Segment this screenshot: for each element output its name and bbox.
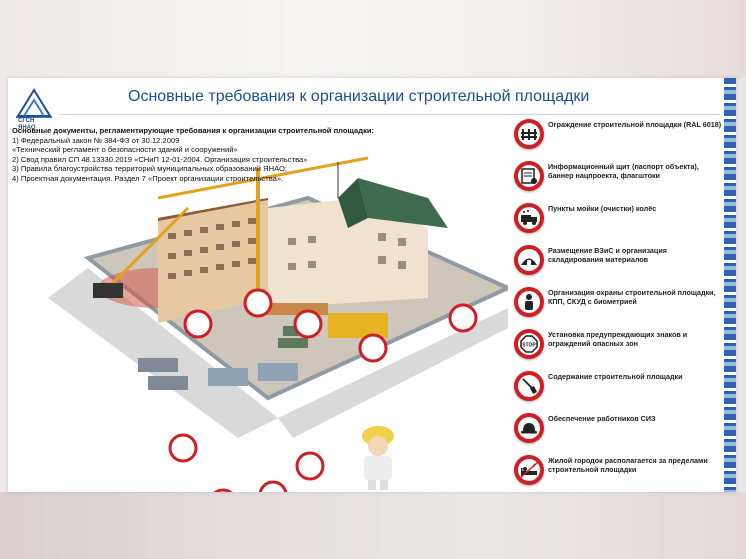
construction-site-illustration: STOP xyxy=(48,156,508,492)
requirement-fence: Ограждение строительной площадки (RAL 60… xyxy=(510,118,722,154)
requirement-warning-signs: STOP Установка предупреждающих знаков и … xyxy=(510,328,722,364)
requirement-living-quarters: z Жилой городок располагается за предела… xyxy=(510,454,722,490)
document-item: «Технический регламент о безопасности зд… xyxy=(12,145,238,155)
document-item: 2) Свод правил СП 48.13330.2019 «СНиП 12… xyxy=(12,154,308,164)
stop-sign-icon: STOP xyxy=(520,335,538,353)
requirement-label: Обеспечение работников СИЗ xyxy=(548,414,656,423)
security-guard-icon xyxy=(525,294,533,310)
requirement-maintenance: Содержание строительной площадки xyxy=(510,370,722,406)
background-left xyxy=(0,78,8,492)
requirement-label: Жилой городок располагается за пределами… xyxy=(548,456,708,474)
title-divider xyxy=(60,114,720,115)
requirement-storage: Размещение ВЗиС и организация складирова… xyxy=(510,244,722,280)
scene-markers: STOP xyxy=(168,288,478,492)
background-top xyxy=(0,0,746,78)
truck-wash-icon xyxy=(521,210,537,225)
info-board-icon xyxy=(521,168,537,184)
broom-icon xyxy=(522,378,537,394)
storage-tent-icon xyxy=(521,258,537,265)
requirement-info-board: Информационный щит (паспорт объекта), ба… xyxy=(510,160,722,196)
requirement-label: Установка предупреждающих знаков и ограж… xyxy=(548,330,688,348)
regulatory-documents: Основные документы, регламентирующие тре… xyxy=(12,126,432,184)
document-item: 3) Правила благоустройства территорий му… xyxy=(12,164,287,174)
fence-icon xyxy=(521,129,537,140)
sgsn-logo-icon xyxy=(16,88,52,118)
worker-figure xyxy=(362,426,394,490)
hard-hat-icon xyxy=(521,423,537,434)
requirement-ppe: Обеспечение работников СИЗ xyxy=(510,412,722,448)
requirement-label: Ограждение строительной площадки (RAL 60… xyxy=(548,120,722,129)
document-item: 1) Федеральный закон № 384-ФЗ от 30.12.2… xyxy=(12,135,180,145)
requirement-wheel-wash: Пункты мойки (очистки) колёс xyxy=(510,202,722,238)
side-ornament xyxy=(724,78,736,492)
requirement-label: Размещение ВЗиС и организация складирова… xyxy=(548,246,667,264)
requirement-label: Организация охраны строительной площадки… xyxy=(548,288,716,306)
logo-org: СГСН xyxy=(18,118,35,124)
slide: СГСН ЯНАО Основные требования к организа… xyxy=(8,78,736,492)
page-title: Основные требования к организации строит… xyxy=(128,88,590,105)
background-bottom xyxy=(0,492,746,559)
requirement-security: Организация охраны строительной площадки… xyxy=(510,286,722,322)
requirements-list: Ограждение строительной площадки (RAL 60… xyxy=(510,118,722,490)
logo-region: ЯНАО xyxy=(18,125,36,131)
logo-text: СГСН ЯНАО xyxy=(18,118,36,132)
document-item: 4) Проектная документация. Раздел 7 «Про… xyxy=(12,173,284,183)
requirement-label: Информационный щит (паспорт объекта), ба… xyxy=(548,162,699,180)
sleeping-bed-icon: z xyxy=(519,461,539,479)
documents-heading: Основные документы, регламентирующие тре… xyxy=(12,126,375,135)
requirement-label: Содержание строительной площадки xyxy=(548,372,683,381)
requirement-label: Пункты мойки (очистки) колёс xyxy=(548,204,657,213)
svg-text:STOP: STOP xyxy=(522,343,536,349)
